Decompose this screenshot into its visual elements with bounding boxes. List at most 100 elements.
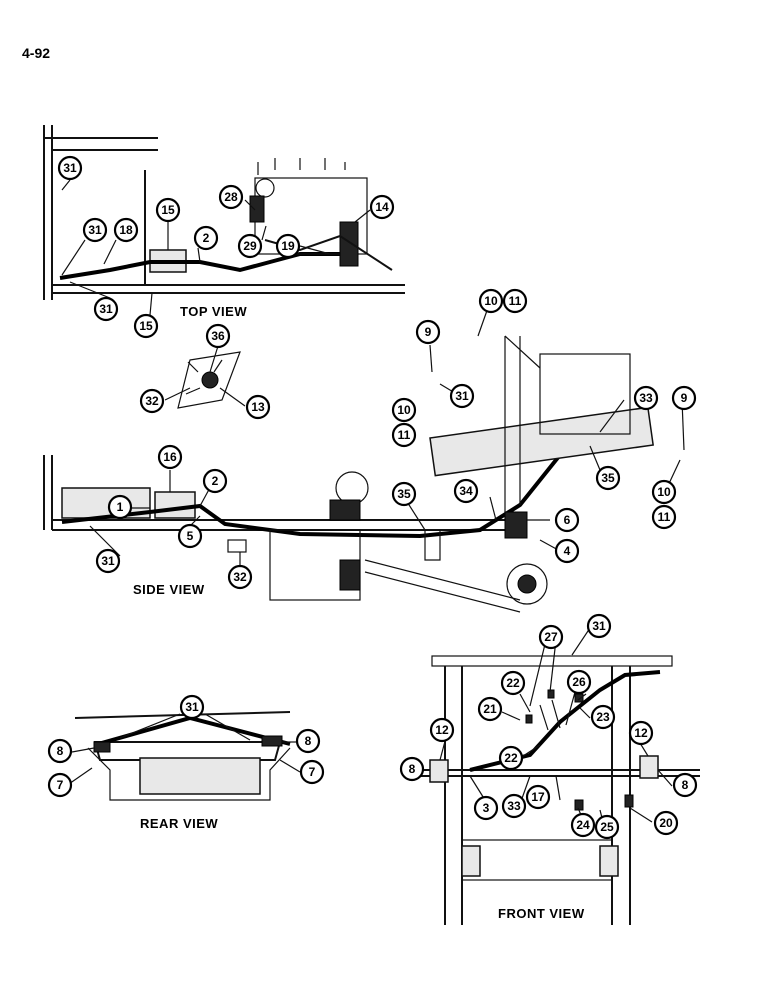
callout-23: 23 xyxy=(590,704,616,730)
svg-text:13: 13 xyxy=(251,400,265,414)
callout-9: 9 xyxy=(415,319,441,345)
callout-8: 8 xyxy=(295,728,321,754)
svg-text:8: 8 xyxy=(409,762,416,776)
svg-text:24: 24 xyxy=(576,818,590,832)
callout-12: 12 xyxy=(429,717,455,743)
callout-1: 1 xyxy=(107,494,133,520)
svg-text:23: 23 xyxy=(596,710,610,724)
svg-text:2: 2 xyxy=(212,474,219,488)
svg-text:27: 27 xyxy=(544,630,558,644)
svg-text:7: 7 xyxy=(57,778,64,792)
svg-text:31: 31 xyxy=(99,302,113,316)
svg-text:31: 31 xyxy=(592,619,606,633)
callout-33: 33 xyxy=(501,793,527,819)
svg-text:33: 33 xyxy=(639,391,653,405)
callout-32: 32 xyxy=(227,564,253,590)
svg-text:12: 12 xyxy=(435,723,449,737)
svg-text:32: 32 xyxy=(145,394,159,408)
svg-text:17: 17 xyxy=(531,790,545,804)
callout-27: 27 xyxy=(538,624,564,650)
svg-text:11: 11 xyxy=(398,428,411,442)
svg-text:10: 10 xyxy=(484,294,498,308)
callout-3: 3 xyxy=(473,795,499,821)
callout-9: 9 xyxy=(671,385,697,411)
svg-text:28: 28 xyxy=(224,190,238,204)
callout-22: 22 xyxy=(500,670,526,696)
svg-text:10: 10 xyxy=(397,403,411,417)
callout-6: 6 xyxy=(554,507,580,533)
callout-12: 12 xyxy=(628,720,654,746)
svg-text:20: 20 xyxy=(659,816,673,830)
top-view-drawing xyxy=(43,125,405,300)
callout-2: 2 xyxy=(193,225,219,251)
svg-text:26: 26 xyxy=(572,675,586,689)
svg-text:5: 5 xyxy=(187,529,194,543)
callout-8: 8 xyxy=(672,772,698,798)
callout-10: 10 xyxy=(391,397,417,423)
svg-text:22: 22 xyxy=(506,676,520,690)
svg-text:19: 19 xyxy=(281,239,295,253)
svg-text:8: 8 xyxy=(57,744,64,758)
svg-text:31: 31 xyxy=(88,223,102,237)
callout-16: 16 xyxy=(157,444,183,470)
svg-text:3: 3 xyxy=(483,801,490,815)
svg-text:33: 33 xyxy=(507,799,521,813)
svg-text:34: 34 xyxy=(459,484,473,498)
callout-19: 19 xyxy=(275,233,301,259)
svg-text:29: 29 xyxy=(243,239,257,253)
callout-8: 8 xyxy=(399,756,425,782)
svg-text:36: 36 xyxy=(211,329,225,343)
side-view-drawing xyxy=(43,335,654,613)
svg-text:2: 2 xyxy=(203,231,210,245)
svg-text:35: 35 xyxy=(601,471,615,485)
callout-31: 31 xyxy=(586,613,612,639)
callout-8: 8 xyxy=(47,738,73,764)
callout-35: 35 xyxy=(391,481,417,507)
svg-text:22: 22 xyxy=(504,751,518,765)
callout-24: 24 xyxy=(570,812,596,838)
callout-22: 22 xyxy=(498,745,524,771)
callout-18: 18 xyxy=(113,217,139,243)
svg-text:25: 25 xyxy=(600,820,614,834)
svg-text:32: 32 xyxy=(233,570,247,584)
svg-text:15: 15 xyxy=(161,203,175,217)
callout-11: 11 xyxy=(502,288,528,314)
callout-31: 31 xyxy=(93,296,119,322)
side-view-label: SIDE VIEW xyxy=(133,582,205,597)
callout-35: 35 xyxy=(595,465,621,491)
svg-text:8: 8 xyxy=(305,734,312,748)
callout-26: 26 xyxy=(566,669,592,695)
svg-text:18: 18 xyxy=(119,223,133,237)
callout-36: 36 xyxy=(205,323,231,349)
callout-31: 31 xyxy=(57,155,83,181)
callout-10: 10 xyxy=(478,288,504,314)
svg-text:31: 31 xyxy=(185,700,199,714)
svg-text:21: 21 xyxy=(483,702,497,716)
page-number: 4-92 xyxy=(22,45,50,61)
callout-31: 31 xyxy=(179,694,205,720)
callout-29: 29 xyxy=(237,233,263,259)
svg-text:15: 15 xyxy=(139,319,153,333)
callout-11: 11 xyxy=(651,504,677,530)
svg-text:14: 14 xyxy=(375,200,389,214)
callout-33: 33 xyxy=(633,385,659,411)
rear-view-drawing xyxy=(74,711,291,801)
svg-text:11: 11 xyxy=(509,294,522,308)
callout-20: 20 xyxy=(653,810,679,836)
svg-text:9: 9 xyxy=(425,325,432,339)
svg-text:12: 12 xyxy=(634,726,648,740)
svg-text:16: 16 xyxy=(163,450,177,464)
callout-15: 15 xyxy=(155,197,181,223)
svg-text:6: 6 xyxy=(564,513,571,527)
callout-28: 28 xyxy=(218,184,244,210)
callout-31: 31 xyxy=(95,548,121,574)
callout-31: 31 xyxy=(449,383,475,409)
rear-view-label: REAR VIEW xyxy=(140,816,218,831)
front-view-drawing xyxy=(410,655,700,925)
connector-detail-drawing xyxy=(177,351,241,409)
callout-15: 15 xyxy=(133,313,159,339)
callout-7: 7 xyxy=(47,772,73,798)
svg-text:9: 9 xyxy=(681,391,688,405)
